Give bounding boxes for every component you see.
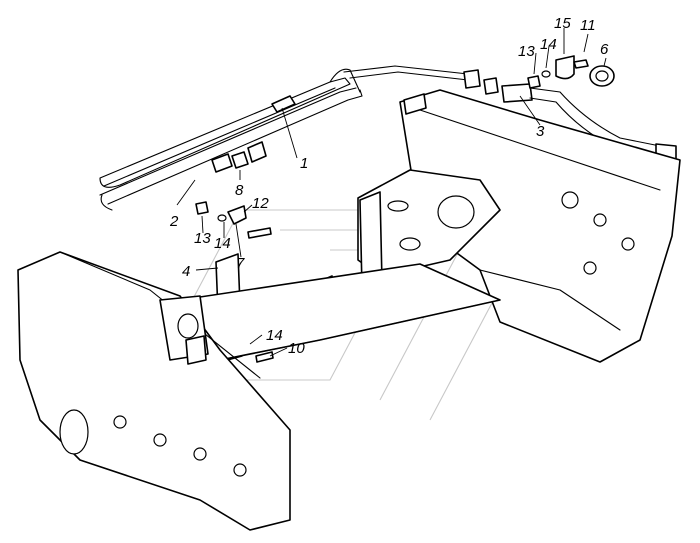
bolt-10 <box>255 351 274 363</box>
callout-13-top: 13 <box>518 43 535 60</box>
bracket-7 <box>227 205 247 225</box>
leader-lines <box>176 28 607 357</box>
callout-14-left: 14 <box>214 235 231 252</box>
frame-left <box>17 251 291 531</box>
callout-10: 10 <box>288 340 305 357</box>
callout-1: 1 <box>300 155 308 172</box>
callout-labels: 1 2 3 4 6 7 8 10 11 12 13 13 14 14 14 15 <box>169 15 609 357</box>
callout-15: 15 <box>554 15 571 32</box>
callout-2: 2 <box>169 213 179 230</box>
center-bracket <box>357 169 501 289</box>
callout-8: 8 <box>235 182 244 199</box>
frame-right <box>399 89 681 363</box>
nut-13-top <box>527 75 541 89</box>
callout-11: 11 <box>580 17 596 34</box>
callout-13-left: 13 <box>194 230 211 247</box>
callout-14-top: 14 <box>540 36 557 53</box>
washer-14-top <box>541 70 551 78</box>
callout-12: 12 <box>252 195 269 212</box>
pipe-3 <box>463 69 677 161</box>
pipe-coil-1 <box>99 65 469 211</box>
bolt-12 <box>247 227 272 239</box>
washer-14 <box>217 214 227 222</box>
callout-7: 7 <box>236 255 245 272</box>
clamp-15 <box>555 55 589 80</box>
callout-6: 6 <box>600 41 609 58</box>
callout-14-lower: 14 <box>266 327 283 344</box>
nut-13 <box>195 201 209 215</box>
callout-3: 3 <box>536 123 545 140</box>
fitting-6 <box>589 65 615 87</box>
callout-4: 4 <box>182 263 190 280</box>
